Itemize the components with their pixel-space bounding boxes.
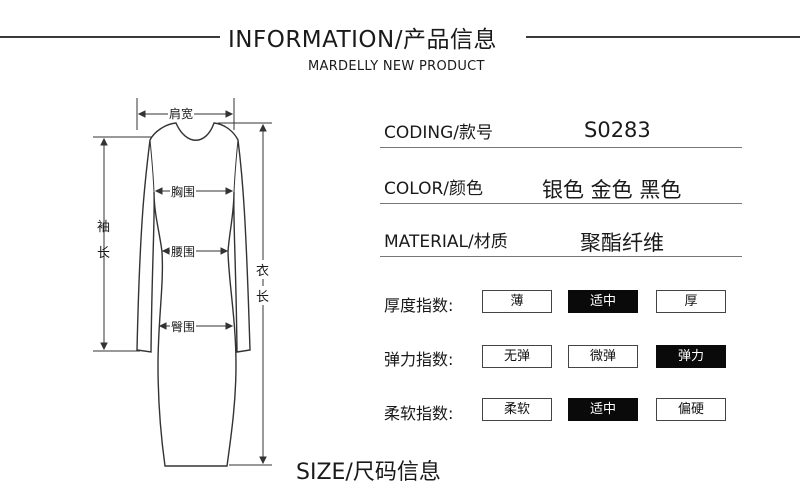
dress-outline xyxy=(136,122,251,467)
thickness-option-thick: 厚 xyxy=(656,290,726,313)
color-value: 银色 金色 黑色 xyxy=(542,178,682,202)
color-label: COLOR/颜色 xyxy=(384,179,484,199)
softness-option-soft: 柔软 xyxy=(482,398,552,421)
header-rule-left xyxy=(0,36,220,38)
elasticity-option-slight: 微弹 xyxy=(568,345,638,368)
page-title: INFORMATION/产品信息 xyxy=(228,27,497,53)
thickness-option-medium: 适中 xyxy=(568,290,638,313)
sleeve-length-label-2: 长 xyxy=(97,246,111,261)
coding-value: S0283 xyxy=(584,118,651,142)
coding-label: CODING/款号 xyxy=(384,123,493,143)
chest-label: 胸围 xyxy=(170,183,197,200)
shoulder-width-label: 肩宽 xyxy=(168,105,195,122)
dress-diagram xyxy=(93,98,272,467)
material-label: MATERIAL/材质 xyxy=(384,232,508,252)
size-section-title: SIZE/尺码信息 xyxy=(296,460,441,485)
sleeve-length-label-1: 袖 xyxy=(97,220,111,235)
hip-label: 臀围 xyxy=(170,318,197,335)
waist-label: 腰围 xyxy=(170,243,197,260)
elasticity-label: 弹力指数: xyxy=(384,350,454,369)
material-value: 聚酯纤维 xyxy=(580,231,664,255)
elasticity-option-stretch: 弹力 xyxy=(656,345,726,368)
thickness-option-thin: 薄 xyxy=(482,290,552,313)
elasticity-option-none: 无弹 xyxy=(482,345,552,368)
softness-label: 柔软指数: xyxy=(384,404,454,423)
dress-length-label-2: 长 xyxy=(256,286,270,305)
dress-length-label-1: 衣 xyxy=(256,260,270,279)
softness-option-firm: 偏硬 xyxy=(656,398,726,421)
material-divider xyxy=(380,256,742,257)
header-rule-right xyxy=(526,36,800,38)
softness-option-medium: 适中 xyxy=(568,398,638,421)
coding-divider xyxy=(380,147,742,148)
thickness-label: 厚度指数: xyxy=(384,296,454,315)
page-subtitle: MARDELLY NEW PRODUCT xyxy=(308,59,485,74)
color-divider xyxy=(380,203,742,204)
